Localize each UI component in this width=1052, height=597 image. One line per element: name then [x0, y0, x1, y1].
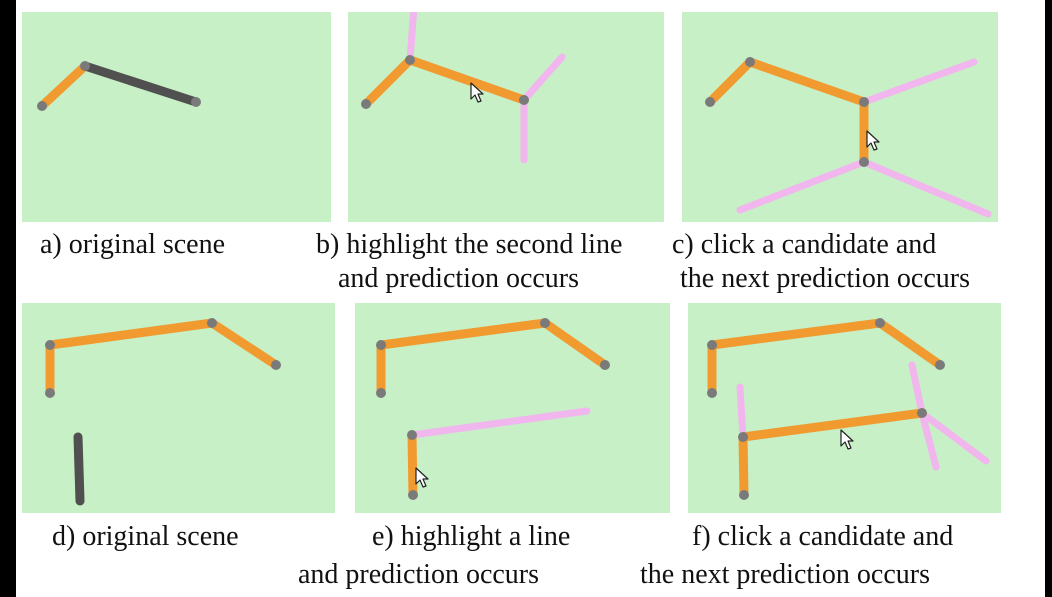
caption-a: a) original scene [40, 229, 226, 260]
left-border [0, 0, 16, 597]
candidate-stroke [736, 383, 747, 441]
stroke-selected [738, 408, 927, 442]
stroke-orange [376, 318, 550, 350]
candidate-stroke [860, 58, 978, 106]
joint-sphere-icon [376, 388, 386, 398]
stroke-orange [707, 318, 885, 350]
panel-b-highlight [348, 12, 664, 222]
caption-d: d) original scene [52, 521, 239, 552]
caption-f-line1: f) click a candidate and [692, 521, 954, 552]
caption-b-line2: and prediction occurs [338, 263, 580, 294]
joint-sphere-icon [739, 490, 749, 500]
joint-sphere-icon [935, 360, 945, 370]
joint-sphere-icon [540, 318, 550, 328]
joint-sphere-icon [859, 97, 869, 107]
stroke-highlighted [407, 430, 418, 500]
joint-sphere-icon [859, 157, 869, 167]
panel-c-click-candidate [682, 12, 998, 222]
joint-sphere-icon [45, 388, 55, 398]
joint-sphere-icon [191, 97, 201, 107]
stroke-orange [705, 57, 755, 107]
stroke-orange [45, 318, 217, 350]
panel-a-original-scene [22, 12, 331, 222]
joint-sphere-icon [707, 340, 717, 350]
joint-sphere-icon [271, 360, 281, 370]
joint-sphere-icon [45, 340, 55, 350]
joint-sphere-icon [80, 61, 90, 71]
joint-sphere-icon [745, 57, 755, 67]
panel-d-original-scene [22, 303, 335, 513]
stroke-highlighted [405, 55, 529, 105]
panel-e-highlight [355, 303, 670, 513]
stroke-orange [361, 55, 415, 109]
joint-sphere-icon [37, 101, 47, 111]
joint-sphere-icon [407, 430, 417, 440]
stroke-orange [37, 61, 90, 111]
stroke-dark [73, 432, 85, 506]
candidate-stroke [918, 409, 940, 471]
caption-e-line1: e) highlight a line [372, 521, 571, 552]
stroke-orange [540, 318, 610, 370]
joint-sphere-icon [361, 99, 371, 109]
joint-sphere-icon [376, 340, 386, 350]
candidate-stroke [408, 407, 591, 439]
joint-sphere-icon [707, 388, 717, 398]
joint-sphere-icon [600, 360, 610, 370]
joint-sphere-icon [738, 432, 748, 442]
stroke-dark [80, 61, 201, 107]
stroke-orange [738, 432, 749, 500]
joint-sphere-icon [875, 318, 885, 328]
caption-c-line2: the next prediction occurs [680, 263, 971, 294]
caption-e-line2: and prediction occurs [298, 559, 540, 590]
joint-sphere-icon [519, 95, 529, 105]
candidate-stroke [520, 53, 566, 104]
candidate-stroke [736, 158, 868, 214]
joint-sphere-icon [207, 318, 217, 328]
panel-f-click-candidate [688, 303, 1001, 513]
stroke-orange [745, 57, 869, 107]
candidate-stroke [918, 409, 990, 465]
candidate-stroke [860, 158, 992, 218]
caption-b-line1: b) highlight the second line [316, 229, 623, 260]
joint-sphere-icon [917, 408, 927, 418]
joint-sphere-icon [705, 97, 715, 107]
stroke-orange [875, 318, 945, 370]
candidate-stroke [406, 12, 418, 64]
joint-sphere-icon [408, 490, 418, 500]
caption-c-line1: c) click a candidate and [672, 229, 937, 260]
caption-f-line2: the next prediction occurs [640, 559, 931, 590]
candidate-stroke [908, 361, 926, 417]
joint-sphere-icon [405, 55, 415, 65]
right-border [1045, 0, 1052, 597]
stroke-orange [207, 318, 281, 370]
